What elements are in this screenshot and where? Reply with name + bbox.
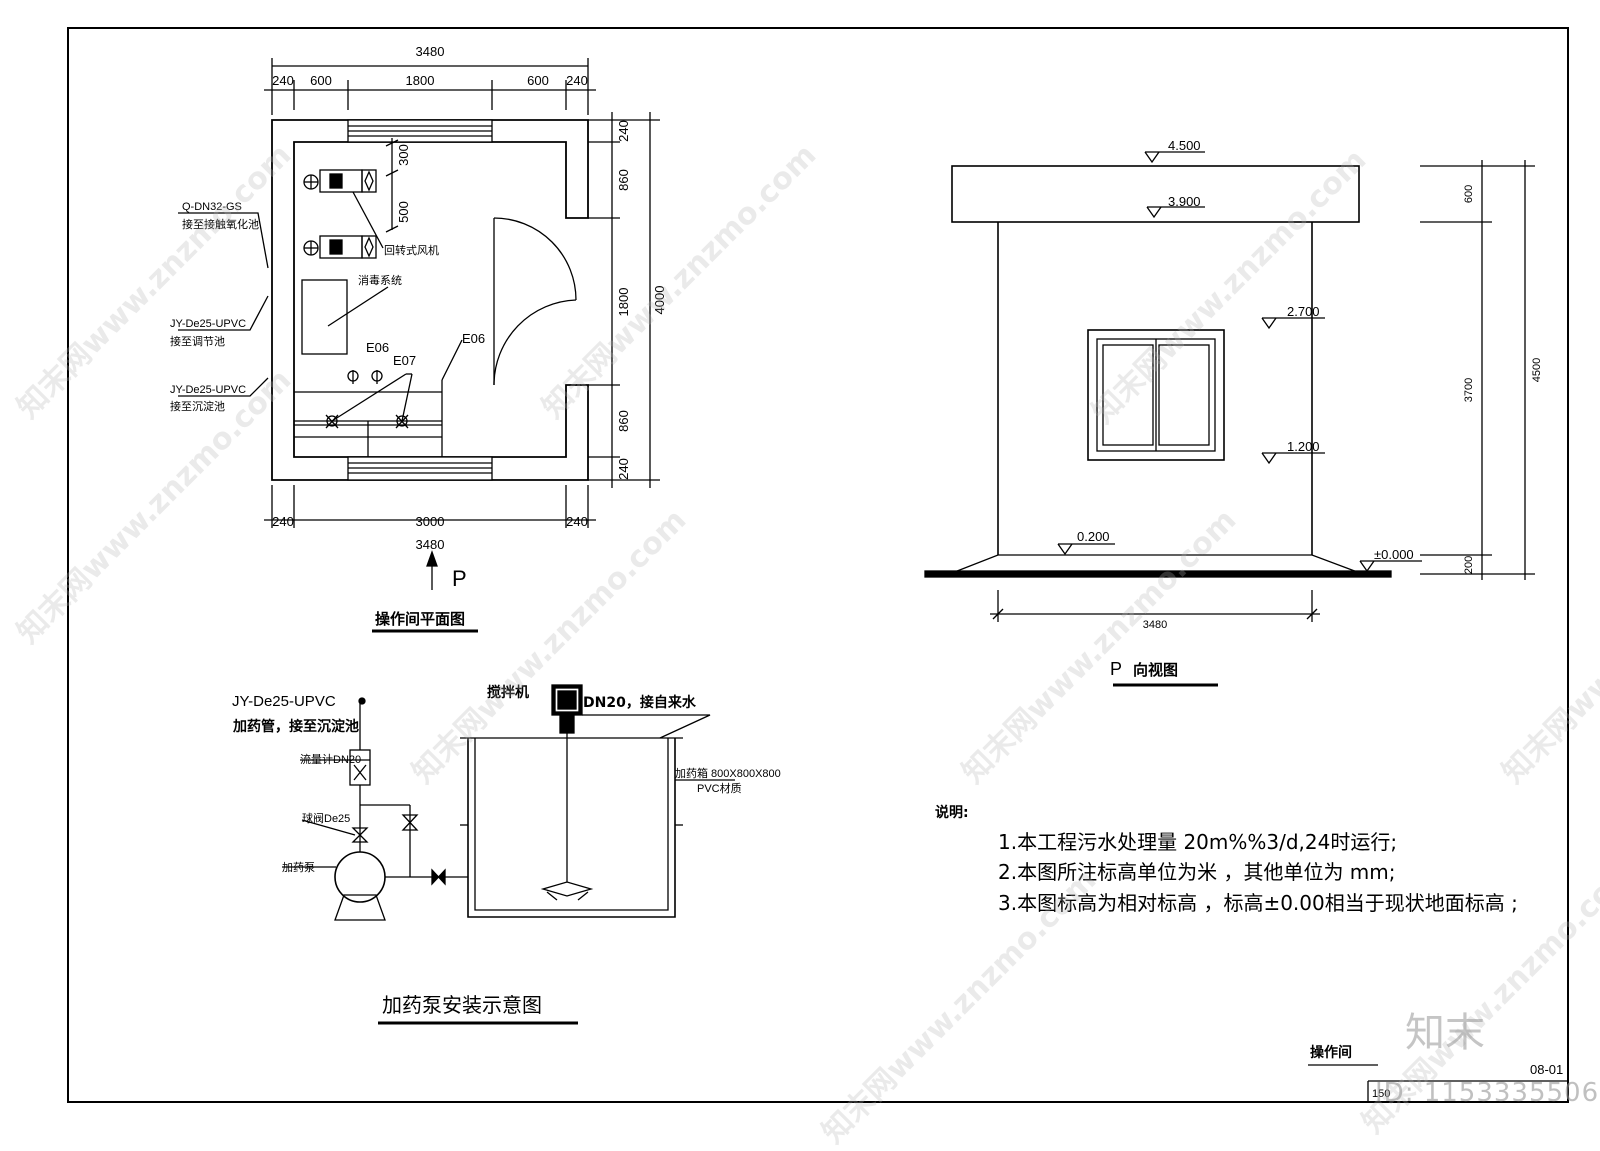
- elev-level-3900: 3.900: [1168, 194, 1201, 209]
- elev-dim-4500: 4500: [1531, 358, 1543, 382]
- pump-mixer-label: 搅拌机: [487, 684, 529, 701]
- plan-dim-right-1: 240: [616, 120, 631, 142]
- notes-item-1: 1.本工程污水处理量 20m%%3/d,24时运行;: [998, 830, 1397, 854]
- elev-level-0200: 0.200: [1077, 529, 1110, 544]
- plan-dim-top-3: 1800: [406, 73, 435, 88]
- titleblock-code: 08-01: [1530, 1062, 1563, 1077]
- notes-item-2: 2.本图所注标高单位为米 ，其他单位为 mm;: [998, 860, 1396, 884]
- sheet-border: [67, 27, 1569, 1103]
- dosing-pump-diagram: [282, 684, 735, 1025]
- plan-dim-equip-1: 300: [396, 144, 411, 166]
- plan-dim-bottom-2: 3000: [416, 514, 445, 529]
- pump-tank-label1: 加药箱 800X800X800: [675, 766, 781, 780]
- elev-level-2700: 2.700: [1287, 304, 1320, 319]
- elev-dim-600: 600: [1463, 185, 1475, 203]
- plan-view-arrow-label: P: [452, 566, 467, 591]
- elev-title: 向视图: [1133, 661, 1178, 679]
- pump-title: 加药泵安装示意图: [382, 993, 542, 1017]
- watermark-id: ID: 1153335506: [1375, 1078, 1600, 1108]
- plan-dim-right-5: 240: [616, 458, 631, 480]
- plan-dim-height: 4000: [652, 286, 667, 315]
- titleblock-name: 操作间: [1310, 1044, 1352, 1061]
- plan-dim-right-3: 1800: [616, 288, 631, 317]
- plan-pipe3-note: 接至沉淀池: [170, 399, 225, 413]
- plan-dim-right-2: 860: [616, 169, 631, 191]
- elev-dim-3700: 3700: [1463, 378, 1475, 402]
- plan-tag-e06-b: E06: [462, 331, 485, 346]
- plan-dim-right-4: 860: [616, 410, 631, 432]
- elev-level-0000: ±0.000: [1374, 547, 1414, 562]
- plan-pipe1-note: 接至接触氧化池: [182, 217, 259, 231]
- plan-tag-e06-a: E06: [366, 340, 389, 355]
- plan-tag-e07: E07: [393, 353, 416, 368]
- elev-level-1200: 1.200: [1287, 439, 1320, 454]
- plan-dim-bottom-1: 240: [272, 514, 294, 529]
- plan-pipe3-code: JY-De25-UPVC: [170, 384, 246, 396]
- plan-label-blower: 回转式风机: [384, 243, 439, 257]
- plan-dim-top-4: 600: [527, 73, 549, 88]
- plan-view: [178, 58, 660, 633]
- pump-pump-label: 加药泵: [282, 861, 315, 874]
- elev-level-4500: 4.500: [1168, 138, 1201, 153]
- pump-pipe-code: JY-De25-UPVC: [232, 693, 336, 710]
- pump-flowmeter-label: 流量计DN20: [300, 752, 361, 766]
- plan-pipe1-code: Q-DN32-GS: [182, 201, 242, 213]
- plan-dim-total-bottom: 3480: [416, 537, 445, 552]
- elev-dim-width: 3480: [1143, 619, 1167, 631]
- plan-pipe2-code: JY-De25-UPVC: [170, 318, 246, 330]
- title-block: [1308, 1064, 1568, 1102]
- plan-dim-equip-2: 500: [396, 201, 411, 223]
- plan-dim-top-5: 240: [566, 73, 588, 88]
- pump-tank-label2: PVC材质: [697, 781, 742, 795]
- elev-dim-200: 200: [1463, 556, 1475, 574]
- pump-valve-label: 球阀De25: [302, 811, 350, 825]
- plan-dim-total-top: 3480: [416, 44, 445, 59]
- pump-pipe-note: 加药管，接至沉淀池: [232, 718, 359, 735]
- drawing-text: 3480 240 600 1800 600 240 240 860 1800 8…: [170, 44, 1563, 1100]
- notes-item-3: 3.本图标高为相对标高 ，标高±0.00相当于现状地面标高 ;: [998, 891, 1518, 915]
- plan-dim-bottom-3: 240: [566, 514, 588, 529]
- plan-label-disinfect: 消毒系统: [358, 273, 402, 287]
- plan-pipe2-note: 接至调节池: [170, 335, 225, 348]
- elev-title-letter: P: [1110, 659, 1122, 679]
- watermark-logo: 知末: [1405, 1010, 1485, 1056]
- titleblock-scale: 150: [1372, 1088, 1390, 1100]
- elevation-view: [924, 151, 1535, 687]
- plan-title: 操作间平面图: [375, 610, 465, 628]
- pump-water-label: DN20，接自来水: [583, 694, 697, 711]
- plan-dim-top-1: 240: [272, 73, 294, 88]
- plan-dim-top-2: 600: [310, 73, 332, 88]
- notes-heading: 说明:: [935, 804, 969, 821]
